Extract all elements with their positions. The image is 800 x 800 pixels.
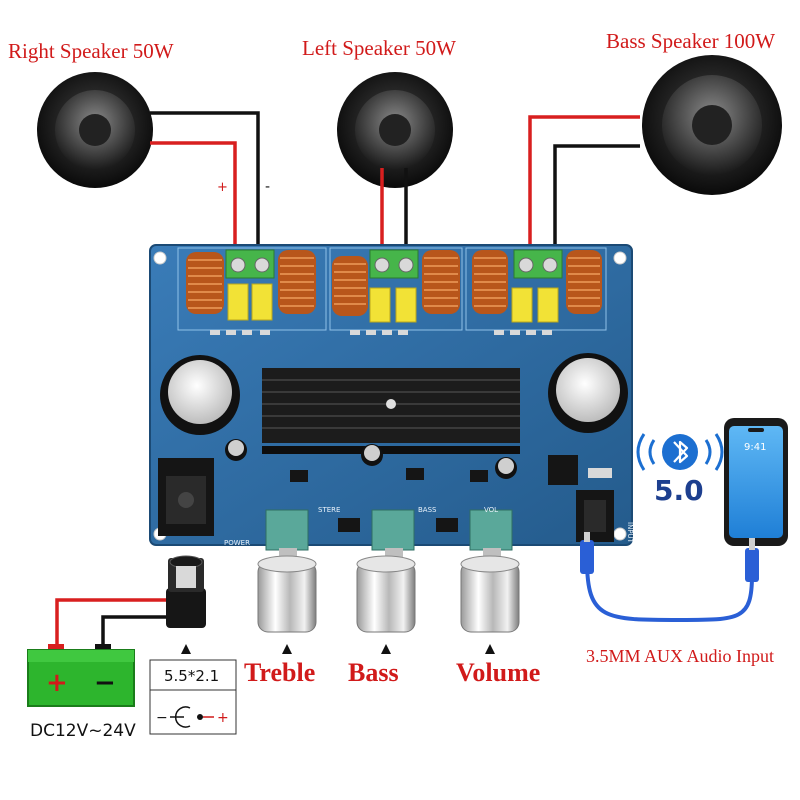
- volume-label: Volume: [456, 658, 540, 687]
- knob-arrows: [181, 644, 495, 654]
- silkscreen-bass: BASS: [418, 506, 437, 514]
- jack-spec-box: [149, 659, 237, 735]
- inductor: [186, 252, 224, 314]
- small-capacitor: [361, 444, 383, 466]
- polarity-minus: −: [156, 710, 168, 726]
- smd-components: [210, 330, 552, 335]
- pin-header: [262, 446, 520, 454]
- board-dc-jack: [158, 458, 214, 536]
- silkscreen-stereo: STERE: [318, 506, 340, 514]
- terminal-block-bass: [513, 249, 563, 279]
- left-speaker-label: Left Speaker 50W: [302, 36, 456, 60]
- inductor: [278, 250, 316, 314]
- plus-sign: +: [217, 180, 228, 195]
- electrolytic-capacitor-left: [160, 355, 240, 435]
- inductor: [332, 256, 368, 316]
- bluetooth-icon: [636, 433, 724, 471]
- volume-knob[interactable]: [460, 555, 520, 633]
- inductor: [566, 250, 602, 314]
- power-wires: [55, 598, 168, 648]
- minus-sign: -: [265, 179, 270, 195]
- inductors: [186, 250, 602, 316]
- electrolytic-capacitor-right: [548, 353, 628, 433]
- inductor: [472, 250, 508, 314]
- battery: [27, 644, 135, 707]
- treble-label: Treble: [244, 658, 315, 687]
- battery-plus: +: [46, 668, 68, 698]
- bass-speaker-label: Bass Speaker 100W: [606, 29, 775, 53]
- silkscreen-vol: VOL: [484, 506, 498, 514]
- dc-plug: [166, 555, 206, 628]
- film-capacitors: [227, 283, 559, 323]
- bluetooth-version: 5.0: [654, 474, 704, 507]
- silkscreen-input: INPUT: [626, 522, 634, 544]
- small-capacitor: [495, 457, 517, 479]
- bass-knob[interactable]: [356, 555, 416, 633]
- heatsink: [262, 368, 520, 443]
- terminal-block-left: [369, 249, 419, 279]
- ic-chips: [290, 455, 612, 532]
- inductor: [422, 250, 460, 314]
- battery-minus: −: [94, 668, 116, 698]
- jack-size-label: 5.5*2.1: [164, 667, 219, 685]
- speaker-terminals: [225, 249, 563, 279]
- aux-input-label: 3.5MM AUX Audio Input: [586, 646, 774, 666]
- phone-time: 9:41: [744, 442, 766, 453]
- aux-cable: [580, 532, 759, 623]
- right-speaker-label: Right Speaker 50W: [8, 39, 174, 63]
- treble-knob[interactable]: [257, 555, 317, 633]
- right-speaker: [37, 72, 153, 188]
- bass-label: Bass: [348, 658, 399, 687]
- polarity-plus: +: [217, 710, 229, 726]
- small-capacitor: [225, 439, 247, 461]
- left-speaker: [337, 72, 453, 188]
- terminal-block-right: [225, 249, 275, 279]
- bass-speaker: [642, 55, 782, 195]
- silkscreen-power: POWER: [224, 539, 250, 547]
- smartphone: [724, 418, 788, 546]
- board-aux-jack: [576, 490, 614, 542]
- voltage-label: DC12V~24V: [30, 721, 136, 741]
